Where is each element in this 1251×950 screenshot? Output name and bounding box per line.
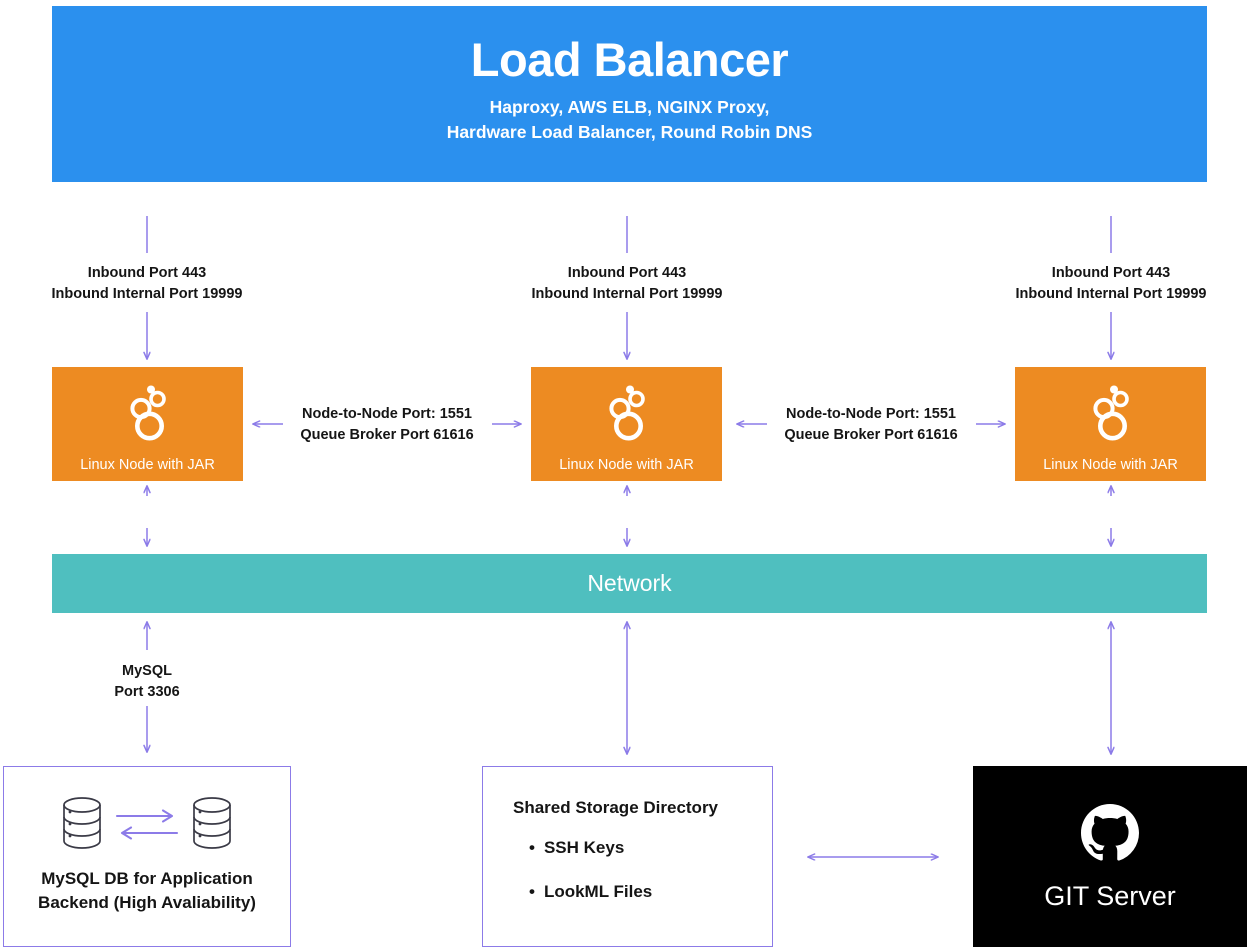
- linux-node-1[interactable]: Linux Node with JAR: [52, 367, 243, 481]
- load-balancer-subtitle-line-1: Haproxy, AWS ELB, NGINX Proxy,: [489, 96, 770, 117]
- replication-arrows-icon: [115, 809, 179, 840]
- network-bar: Network: [52, 554, 1207, 613]
- inbound-port-label-3-line-1: Inbound Port 443: [1051, 265, 1171, 281]
- shared-storage-list: SSH Keys LookML Files: [513, 837, 772, 903]
- git-server-box[interactable]: GIT Server: [973, 766, 1247, 947]
- mysql-database-caption-line-2: Backend (High Avaliability): [38, 893, 256, 913]
- database-replication-icons: [59, 795, 235, 851]
- shared-storage-item-lookml-files: LookML Files: [529, 881, 772, 903]
- node-link-label-2-line-2: Queue Broker Port 61616: [784, 426, 958, 443]
- github-octocat-icon: [1081, 803, 1139, 867]
- inbound-port-label-1-line-1: Inbound Port 443: [87, 265, 207, 281]
- load-balancer-subtitle-line-2: Hardware Load Balancer, Round Robin DNS: [446, 122, 813, 142]
- linux-node-1-label: Linux Node with JAR: [80, 456, 215, 473]
- inbound-port-label-3-line-2: Inbound Internal Port 19999: [1015, 285, 1207, 302]
- linux-node-3[interactable]: Linux Node with JAR: [1015, 367, 1206, 481]
- linux-node-2[interactable]: Linux Node with JAR: [531, 367, 722, 481]
- mysql-link-label-line-2: Port 3306: [114, 683, 180, 700]
- inbound-port-label-2-line-1: Inbound Port 443: [567, 265, 687, 281]
- database-cylinder-icon: [63, 797, 101, 849]
- inbound-port-label-1: Inbound Port 443 Inbound Internal Port 1…: [52, 263, 243, 304]
- linux-node-2-label: Linux Node with JAR: [559, 456, 694, 473]
- looker-icon: [1015, 367, 1206, 458]
- shared-storage-item-ssh-keys: SSH Keys: [529, 837, 772, 859]
- shared-storage-title: Shared Storage Directory: [513, 798, 719, 817]
- git-server-label: GIT Server: [1044, 880, 1176, 911]
- inbound-port-label-2: Inbound Port 443 Inbound Internal Port 1…: [532, 263, 723, 304]
- database-cylinder-icon: [193, 797, 231, 849]
- node-link-label-1-line-1: Node-to-Node Port: 1551: [302, 406, 472, 422]
- looker-icon: [531, 367, 722, 458]
- inbound-port-label-3: Inbound Port 443 Inbound Internal Port 1…: [1016, 263, 1207, 304]
- inbound-port-label-2-line-2: Inbound Internal Port 19999: [531, 285, 723, 302]
- load-balancer-banner: Load Balancer Haproxy, AWS ELB, NGINX Pr…: [52, 6, 1207, 182]
- load-balancer-subtitle: Haproxy, AWS ELB, NGINX Proxy, Hardware …: [52, 95, 1207, 146]
- linux-node-3-label: Linux Node with JAR: [1043, 456, 1178, 473]
- node-link-label-1: Node-to-Node Port: 1551 Queue Broker Por…: [300, 404, 473, 445]
- inbound-port-label-1-line-2: Inbound Internal Port 19999: [51, 285, 243, 302]
- node-link-label-2: Node-to-Node Port: 1551 Queue Broker Por…: [784, 404, 957, 445]
- mysql-database-box[interactable]: MySQL DB for Application Backend (High A…: [3, 766, 291, 947]
- mysql-link-label-line-1: MySQL: [122, 663, 172, 679]
- node-link-label-1-line-2: Queue Broker Port 61616: [300, 426, 474, 443]
- looker-icon: [52, 367, 243, 458]
- mysql-database-caption-line-1: MySQL DB for Application: [41, 869, 253, 888]
- load-balancer-title: Load Balancer: [470, 33, 789, 86]
- network-label: Network: [587, 570, 672, 596]
- shared-storage-box[interactable]: Shared Storage Directory SSH Keys LookML…: [482, 766, 773, 947]
- mysql-link-label: MySQL Port 3306: [114, 661, 179, 702]
- node-link-label-2-line-1: Node-to-Node Port: 1551: [786, 406, 956, 422]
- mysql-database-caption: MySQL DB for Application Backend (High A…: [38, 867, 256, 915]
